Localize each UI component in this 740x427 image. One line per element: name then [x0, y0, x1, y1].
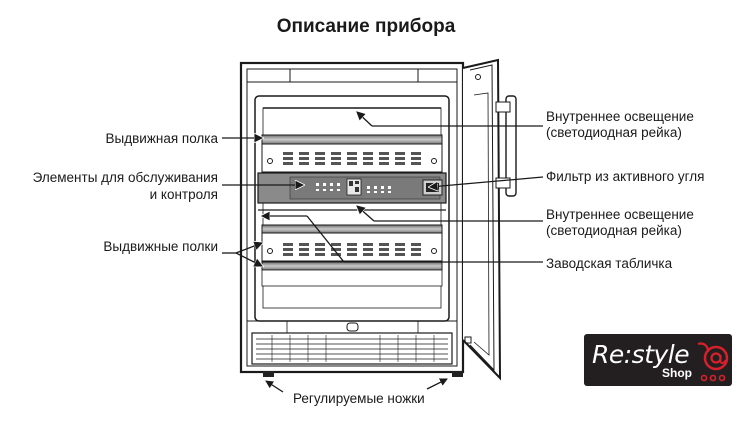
- restyle-shop-logo: Re:style Shop: [584, 334, 732, 386]
- label-lighting-top-line2: (светодиодная рейка): [546, 125, 682, 140]
- label-lighting-bottom-line1: Внутреннее освещение: [546, 207, 694, 222]
- shelf-upper-vents: [283, 152, 421, 165]
- label-lighting-bottom-line2: (светодиодная рейка): [546, 223, 682, 238]
- logo-sub: Shop: [662, 366, 692, 380]
- label-carbon-filter: Фильтр из активного угля: [546, 169, 705, 184]
- leader-foot-left: [265, 380, 284, 393]
- foot-left: [263, 371, 274, 377]
- label-nameplate: Заводская табличка: [546, 256, 673, 271]
- leader-lighting-top: [357, 112, 373, 127]
- label-feet: Регулируемые ножки: [293, 391, 425, 406]
- label-controls-line2: и контроля: [149, 187, 218, 202]
- shelf-lower-1: [261, 224, 443, 262]
- label-lighting-top-line1: Внутреннее освещение: [546, 109, 694, 124]
- leader-lighting-bottom: [357, 206, 375, 222]
- control-panel: [257, 172, 447, 211]
- diagram-title: Описание прибора: [276, 16, 456, 37]
- leader-lines: [222, 112, 544, 393]
- shelf-lower-2: [261, 261, 443, 287]
- logo-brand: Re:style: [592, 340, 690, 369]
- cart-at-icon: [697, 342, 729, 382]
- cabinet: [239, 61, 465, 374]
- foot-right: [452, 371, 463, 377]
- leader-foot-right: [426, 378, 448, 390]
- door-handle: [505, 95, 517, 197]
- label-shelves-multi: Выдвижные полки: [103, 239, 218, 254]
- base-grille: [247, 320, 457, 365]
- leader-shelves-2: [235, 252, 262, 266]
- leader-carbon-filter: [430, 176, 544, 187]
- label-controls-line1: Элементы для обслуживания: [32, 170, 218, 185]
- label-shelf-single: Выдвижная полка: [105, 131, 218, 146]
- door: [462, 58, 517, 381]
- shelf-upper: [261, 134, 443, 173]
- cabinet-outer: [239, 61, 465, 374]
- control-buttons: [316, 183, 391, 193]
- leader-shelves-1: [235, 243, 262, 254]
